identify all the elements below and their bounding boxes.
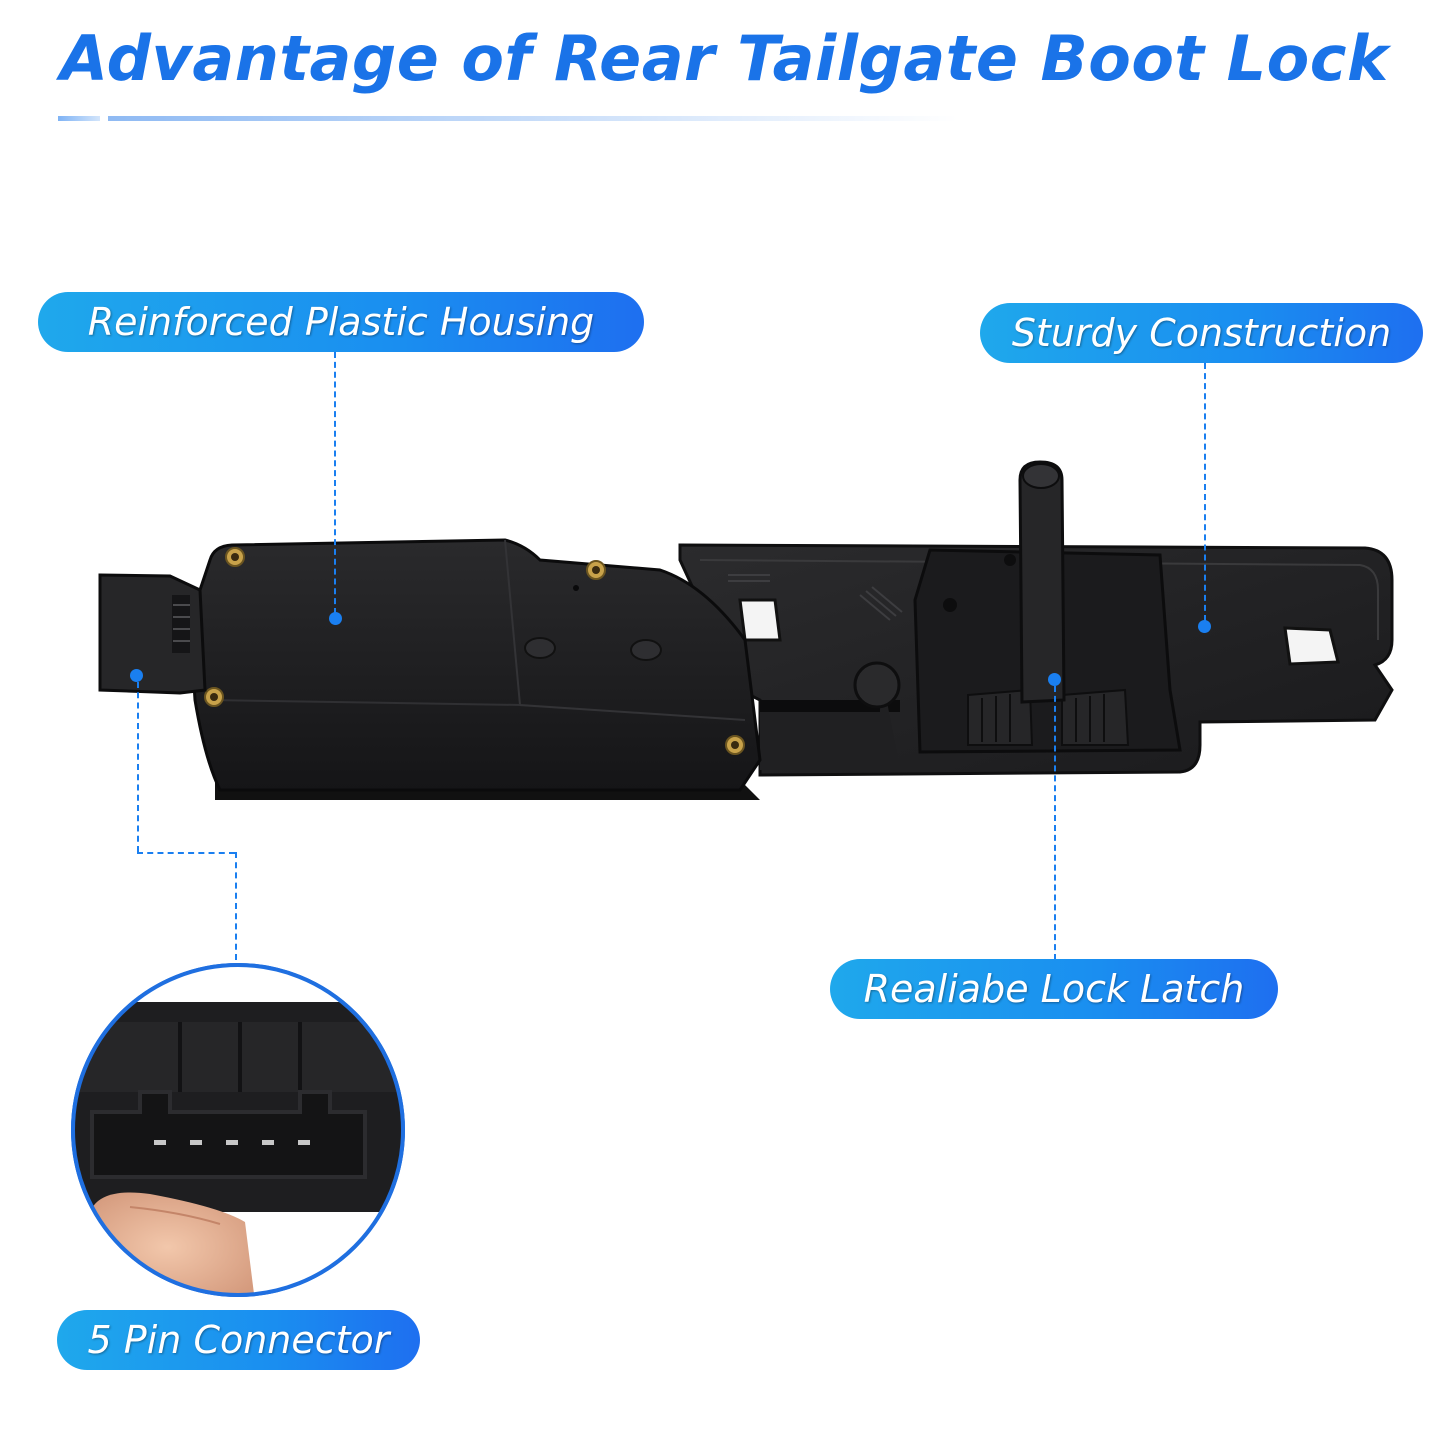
latch-callout-label: Realiabe Lock Latch <box>863 967 1245 1011</box>
connector-callout-label: 5 Pin Connector <box>87 1318 390 1362</box>
page-title: Advantage of Rear Tailgate Boot Lock <box>60 22 1389 95</box>
latch-marker-dot <box>1048 673 1061 686</box>
title-underline-long <box>108 116 958 121</box>
connector-leader-line-c <box>235 852 237 960</box>
housing-marker-dot <box>329 612 342 625</box>
connector-leader-line-a <box>137 682 139 852</box>
housing-leader-line <box>334 352 336 614</box>
connector-stub <box>98 573 207 695</box>
connector-leader-line-b <box>137 852 235 854</box>
latch-leader-line <box>1054 686 1056 960</box>
latch-callout: Realiabe Lock Latch <box>830 959 1278 1019</box>
housing-callout: Reinforced Plastic Housing <box>38 292 644 352</box>
housing-callout-label: Reinforced Plastic Housing <box>87 300 595 344</box>
construction-marker-dot <box>1198 620 1211 633</box>
plastic-housing <box>188 538 762 792</box>
construction-callout: Sturdy Construction <box>980 303 1423 363</box>
title-underline-short <box>58 116 100 121</box>
construction-leader-line <box>1204 363 1206 621</box>
construction-callout-label: Sturdy Construction <box>1011 311 1392 355</box>
connector-zoom-inset <box>71 963 405 1297</box>
connector-marker-dot <box>130 669 143 682</box>
striker-post <box>1018 460 1066 704</box>
connector-callout: 5 Pin Connector <box>57 1310 420 1370</box>
